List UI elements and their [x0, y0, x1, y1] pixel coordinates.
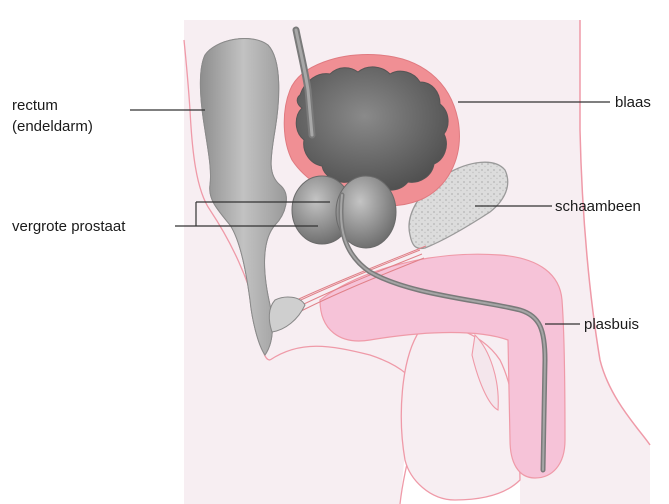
prostate-label: vergrote prostaat [12, 218, 126, 235]
pubic-bone-label: schaambeen [555, 198, 641, 215]
bladder-label: blaas [615, 94, 651, 111]
rectum-label: rectum [12, 97, 58, 114]
rectum-label-sub: (endeldarm) [12, 118, 93, 135]
urethra-label: plasbuis [584, 316, 639, 333]
